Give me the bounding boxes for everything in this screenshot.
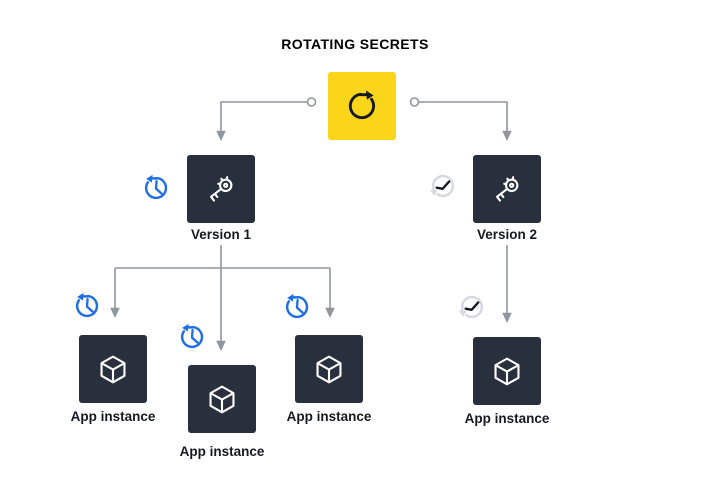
app-instance-node <box>295 335 363 403</box>
app-instance-node <box>188 365 256 433</box>
version-2-label: Version 2 <box>476 227 538 242</box>
app-instance-label: App instance <box>464 411 550 426</box>
history-clock-icon <box>285 292 309 319</box>
cube-icon <box>209 385 235 414</box>
app-instance-node <box>79 335 147 403</box>
app-instance-label: App instance <box>70 409 156 424</box>
history-clock-icon <box>75 291 99 318</box>
version-1-label: Version 1 <box>190 227 252 242</box>
cube-icon <box>494 357 520 386</box>
cube-icon <box>100 355 126 384</box>
rotated-clock-icon <box>457 295 484 319</box>
history-clock-icon <box>180 322 204 349</box>
version-1-node <box>187 155 255 223</box>
cube-icon <box>316 355 342 384</box>
rotated-clock-icon <box>428 174 455 198</box>
version-2-node <box>473 155 541 223</box>
diagram-title: ROTATING SECRETS <box>281 36 429 52</box>
history-clock-icon <box>144 173 168 200</box>
app-instance-label: App instance <box>179 444 265 459</box>
secret-key-icon <box>205 174 236 203</box>
rotation-node <box>328 72 396 140</box>
secret-key-icon <box>491 174 522 203</box>
app-instance-label: App instance <box>286 409 372 424</box>
refresh-icon <box>348 89 376 120</box>
app-instance-node <box>473 337 541 405</box>
